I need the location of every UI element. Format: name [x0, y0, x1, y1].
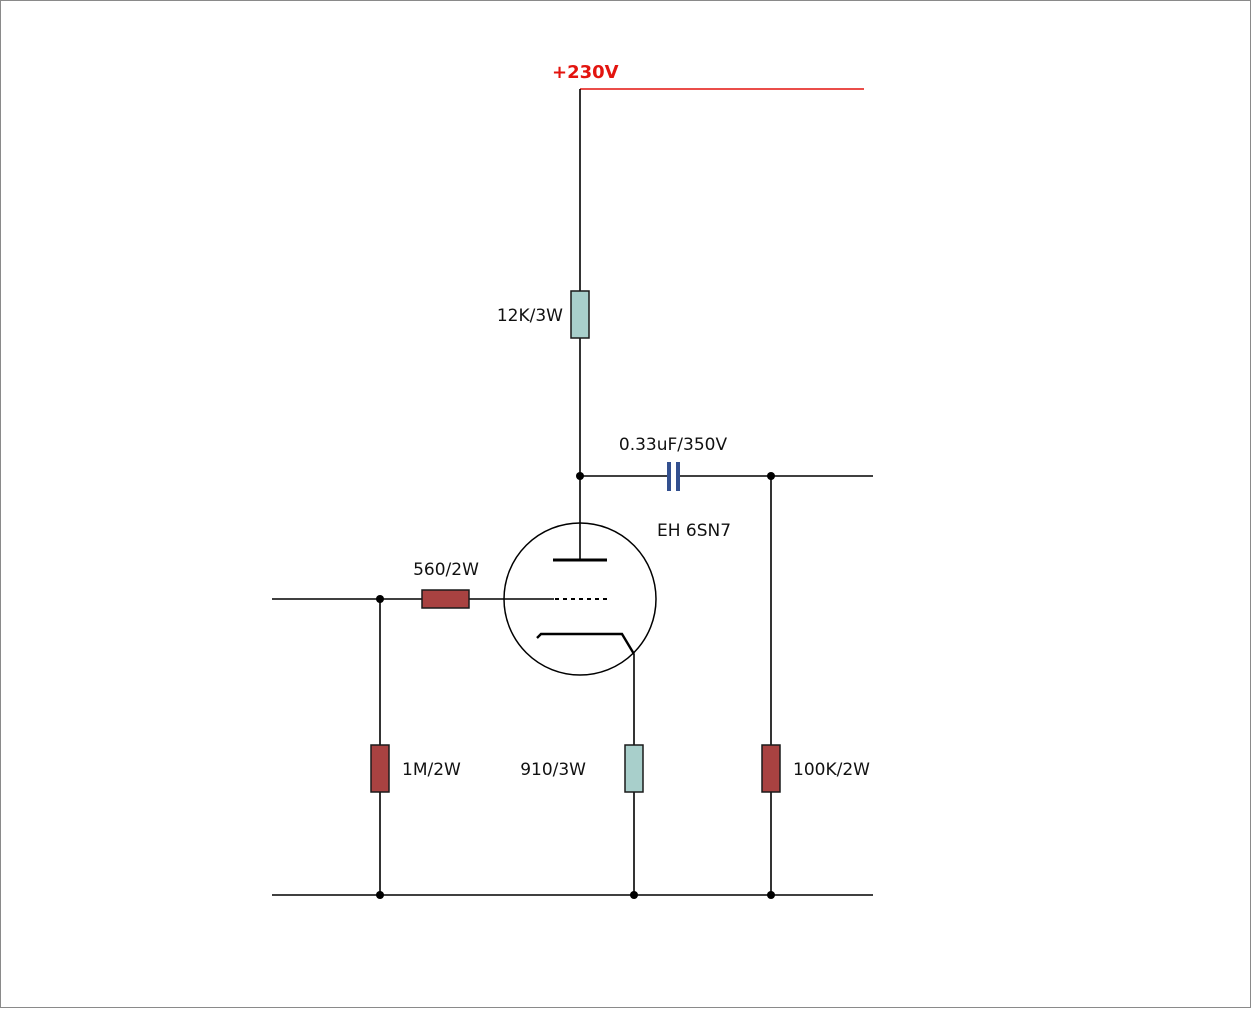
junction-plate-node: [576, 472, 584, 480]
junction-ground-cathode: [630, 891, 638, 899]
grid-leak-resistor: [370, 744, 390, 793]
output-load-label: 100K/2W: [793, 760, 870, 780]
grid-leak-label: 1M/2W: [402, 760, 461, 780]
coupling-capacitor-label: 0.33uF/350V: [619, 435, 728, 455]
cathode-resistor: [624, 744, 644, 793]
junction-input-node: [376, 595, 384, 603]
output-load-resistor: [761, 744, 781, 793]
plate-resistor: [570, 290, 590, 339]
junction-ground-right: [767, 891, 775, 899]
cathode-resistor-label: 910/3W: [520, 760, 586, 780]
coupling-capacitor: [667, 462, 680, 491]
tube-label: EH 6SN7: [657, 521, 731, 541]
grid-stopper-label: 560/2W: [413, 560, 479, 580]
junction-ground-left: [376, 891, 384, 899]
grid-stopper-resistor: [421, 589, 470, 609]
supply-label: +230V: [552, 62, 619, 83]
tube-cathode: [536, 632, 636, 655]
junction-output-node: [767, 472, 775, 480]
plate-resistor-label: 12K/3W: [497, 306, 563, 326]
